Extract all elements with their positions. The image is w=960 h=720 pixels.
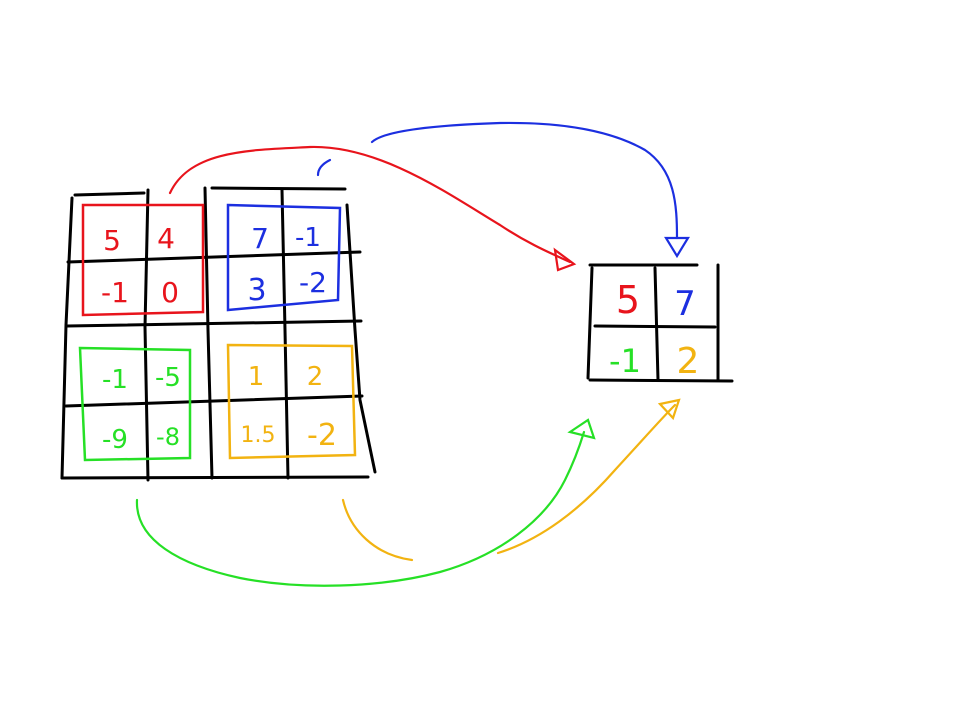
output-cell-neg1: -1 [609,342,641,380]
cell-neg9: -9 [102,425,128,455]
input-grid [60,186,377,482]
cell-4: 4 [157,222,175,255]
green-arrow [135,418,596,587]
cell-neg2: -2 [307,418,337,453]
red-region-box [81,203,205,317]
cell-5: 5 [103,224,121,257]
output-cell-2: 2 [677,341,700,382]
bottom-right-pool-region: 1 2 1.5 -2 [226,343,357,460]
top-left-pool-region: 5 4 -1 0 [81,203,205,317]
output-cell-7: 7 [674,284,696,324]
cell-neg2: -2 [299,266,327,299]
cell-neg1: -1 [101,276,129,309]
cell-1: 1 [248,362,265,392]
cell-1-5: 1.5 [241,423,276,448]
cell-7: 7 [251,222,269,255]
bottom-left-pool-region: -1 -5 -9 -8 [78,346,192,462]
cell-neg1: -1 [102,365,128,395]
yellow-arrow [341,398,681,562]
blue-arrow [316,121,690,259]
cell-0: 0 [161,276,179,309]
yellow-region-box [226,343,357,460]
blue-region-box [226,203,342,312]
red-arrow [168,145,577,272]
output-values: 5 7 -1 2 [609,278,699,382]
output-grid [586,263,734,383]
cell-3: 3 [247,273,266,308]
cell-2: 2 [307,362,324,392]
green-region-box [78,346,192,462]
top-right-pool-region: 7 -1 3 -2 [226,203,342,312]
cell-neg8: -8 [156,423,180,451]
cell-neg1: -1 [295,223,321,253]
output-cell-5: 5 [616,278,640,322]
cell-neg5: -5 [155,363,181,393]
